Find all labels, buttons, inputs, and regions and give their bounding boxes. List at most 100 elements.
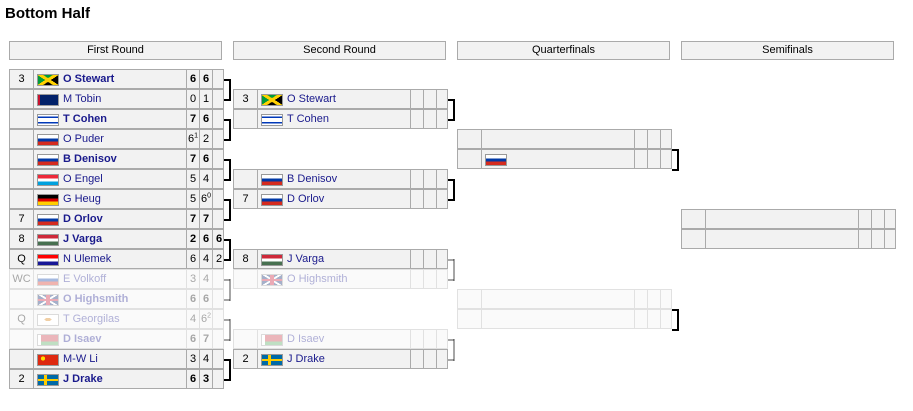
player-name[interactable]: O Highsmith <box>63 293 129 305</box>
set-score-2 <box>647 310 660 328</box>
player-name[interactable]: B Denisov <box>287 173 338 185</box>
set-score-value: 7 <box>189 213 197 225</box>
set-score-value: 0 <box>189 93 197 105</box>
player-name[interactable]: O Puder <box>63 133 104 145</box>
set-score-1 <box>634 150 647 168</box>
bracket-connector <box>224 239 230 241</box>
player-name[interactable]: T Cohen <box>63 113 107 125</box>
player-name[interactable]: E Volkoff <box>63 273 107 285</box>
second-round-slot[interactable]: T Cohen <box>233 109 448 129</box>
player-name[interactable]: O Engel <box>63 173 103 185</box>
set-score-3 <box>436 350 449 368</box>
player-name[interactable]: O Stewart <box>287 93 336 105</box>
jamaica-flag-icon <box>261 94 283 106</box>
player-name[interactable]: D Orlov <box>63 213 103 225</box>
set-score-1: 7 <box>186 210 199 228</box>
bracket-connector <box>448 279 454 281</box>
second-round-slot[interactable]: 3 O Stewart <box>233 89 448 109</box>
quarterfinal-slot[interactable] <box>457 289 672 309</box>
player-name[interactable]: B Denisov <box>63 153 117 165</box>
set-score-1: 6 <box>186 290 199 308</box>
set-score-1: 3 <box>186 350 199 368</box>
player-name[interactable]: N Ulemek <box>63 253 112 265</box>
tiebreak-score: 1 <box>194 132 199 140</box>
second-round-slot[interactable]: B Denisov <box>233 169 448 189</box>
quarterfinal-slot[interactable] <box>457 129 672 149</box>
player-name[interactable]: M-W Li <box>63 353 98 365</box>
seed <box>234 110 258 128</box>
set-score-value: 6 <box>189 373 197 385</box>
second-round-slot[interactable]: 2 J Drake <box>233 349 448 369</box>
set-score-value: 7 <box>202 213 210 225</box>
quarterfinal-slot[interactable] <box>457 149 672 169</box>
set-score-3 <box>212 350 225 368</box>
player-name[interactable]: J Drake <box>63 373 103 385</box>
player-name[interactable]: G Heug <box>63 193 101 205</box>
player-name[interactable]: D Orlov <box>287 193 325 205</box>
round-header-3: Quarterfinals <box>457 41 670 60</box>
bracket-connector <box>453 99 455 121</box>
quarterfinal-slot[interactable] <box>457 309 672 329</box>
set-score-1: 6 <box>186 70 199 88</box>
seed <box>458 310 482 328</box>
player-name[interactable]: D Isaev <box>287 333 325 345</box>
player-name[interactable]: J Drake <box>287 353 325 365</box>
bracket-connector <box>224 359 230 361</box>
semifinal-slot[interactable] <box>681 209 896 229</box>
bracket-connector <box>229 79 231 101</box>
set-score-value: 4 <box>202 173 210 185</box>
player-name[interactable]: O Stewart <box>63 73 115 85</box>
bracket-connector <box>448 179 454 181</box>
set-score-value: 2 <box>215 253 223 265</box>
player-name[interactable]: O Highsmith <box>287 273 348 285</box>
second-round-slot[interactable]: D Isaev <box>233 329 448 349</box>
seed: 2 <box>234 350 258 368</box>
set-score-2: 6 <box>199 70 212 88</box>
seed: 3 <box>234 90 258 108</box>
set-score-3 <box>436 270 449 288</box>
seed: Q <box>10 310 34 328</box>
set-score-3 <box>212 90 225 108</box>
germany-flag-icon <box>37 194 59 206</box>
semifinal-slot[interactable] <box>681 229 896 249</box>
set-score-3 <box>436 110 449 128</box>
uk-flag-icon <box>37 294 59 306</box>
set-score-1 <box>410 90 423 108</box>
bracket-connector <box>224 379 230 381</box>
player-name[interactable]: J Varga <box>287 253 325 265</box>
player-name[interactable]: T Cohen <box>287 113 329 125</box>
bracket-connector <box>224 259 230 261</box>
player-name[interactable]: D Isaev <box>63 333 102 345</box>
player-name[interactable]: M Tobin <box>63 93 102 105</box>
set-score-3 <box>436 170 449 188</box>
bracket-connector <box>224 299 230 301</box>
set-score-2 <box>647 130 660 148</box>
bracket-connector <box>448 259 454 261</box>
set-score-3 <box>212 310 225 328</box>
bracket-connector <box>448 339 454 341</box>
bracket-connector <box>224 319 230 321</box>
second-round-slot[interactable]: O Highsmith <box>233 269 448 289</box>
player-name[interactable]: J Varga <box>63 233 103 245</box>
set-score-2: 6 <box>199 290 212 308</box>
player-name[interactable]: T Georgilas <box>63 313 120 325</box>
set-score-1: 7 <box>186 150 199 168</box>
